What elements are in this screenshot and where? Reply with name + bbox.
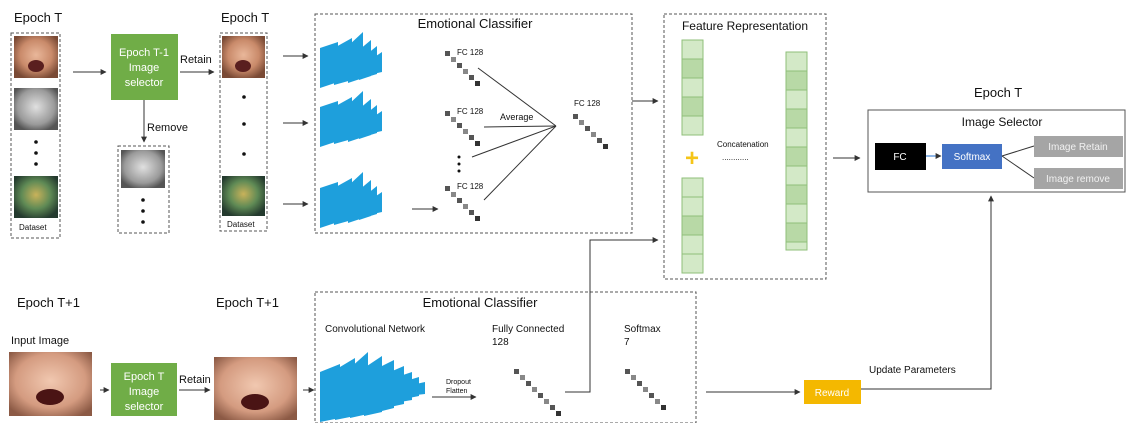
fc-label-c: FC 128: [457, 182, 484, 191]
image-selector-title: Image Selector: [962, 115, 1043, 129]
ellipsis-dot: [242, 152, 246, 156]
reward-label: Reward: [815, 388, 849, 399]
fully-connected-line-1: Fully Connected: [492, 324, 564, 335]
bottom-selector-line-3: selector: [125, 401, 164, 413]
ellipsis-dot: [242, 122, 246, 126]
fully-connected-line-2: 128: [492, 337, 509, 348]
feature-title: Feature Representation: [682, 19, 808, 33]
update-parameters-label: Update Parameters: [869, 365, 956, 376]
image-selector-box: [867, 109, 1126, 193]
fc-avg-label: FC 128: [574, 99, 601, 108]
feature-representation-box: [663, 13, 827, 280]
image-retain-label: Image Retain: [1048, 142, 1107, 153]
emotional-classifier-bottom-box: [314, 291, 697, 423]
conv-network-label: Convolutional Network: [325, 324, 426, 335]
dataset-label-mid: Dataset: [227, 220, 255, 229]
plus-icon: +: [685, 145, 699, 172]
feature-column-right: [785, 51, 808, 251]
epoch-t1-label-left: Epoch T+1: [17, 295, 80, 310]
ellipsis-dot: [141, 209, 145, 213]
ellipsis-dot: [457, 155, 461, 159]
ellipsis-dot: [457, 169, 461, 173]
epoch-t-label-right: Epoch T: [974, 85, 1022, 100]
softmax-7-line-2: 7: [624, 337, 630, 348]
softmax-diagonal-bottom: [625, 369, 666, 410]
fc-diagonal-c: [445, 186, 480, 221]
selected-image-baby: [214, 357, 297, 420]
cnn-stack-2: [320, 91, 382, 147]
connector-update: [861, 195, 994, 390]
retain-label-top: Retain: [180, 54, 212, 66]
fc-box: [875, 143, 926, 170]
ellipsis-dot: [242, 95, 246, 99]
reward-box: [804, 380, 861, 404]
fc-label-a: FC 128: [457, 48, 484, 57]
ellipsis-dot: [141, 198, 145, 202]
fc-diagonal-b: [445, 111, 480, 146]
average-label: Average: [500, 112, 533, 122]
cnn-stack-bottom: [320, 352, 425, 422]
connector-fc-to-feature: [565, 237, 659, 393]
epoch-t-label-mid: Epoch T: [221, 10, 269, 25]
face-image-green: [14, 176, 58, 218]
bottom-selector-line-2: Image: [129, 386, 160, 398]
feature-column-left-top: [681, 39, 704, 136]
face-image-green-mid: [222, 176, 265, 216]
face-image-gray: [14, 88, 58, 130]
fc-diagonal-bottom: [514, 369, 561, 416]
connector: [1001, 145, 1035, 157]
image-remove-box: [1034, 168, 1123, 189]
cnn-stack-3: [320, 172, 382, 228]
epoch-t1-label-mid: Epoch T+1: [216, 295, 279, 310]
fc-diagonal-a: [445, 51, 480, 86]
ellipsis-dot: [457, 162, 461, 166]
epoch-t-label-left: Epoch T: [14, 10, 62, 25]
fc-diagonal-avg: [573, 114, 608, 149]
retain-label-bottom: Retain: [179, 374, 211, 386]
image-remove-label: Image remove: [1046, 174, 1110, 185]
baby-mouth: [241, 394, 269, 410]
concatenation-dots: ............: [722, 153, 749, 162]
softmax-box: [942, 144, 1002, 169]
softmax-7-line-1: Softmax: [624, 324, 661, 335]
epoch-t-selector-box: [111, 363, 177, 416]
selector-line-3: selector: [125, 77, 164, 89]
baby-mouth: [36, 389, 64, 405]
concatenation-label: Concatenation: [717, 140, 769, 149]
cnn-stack-1: [320, 32, 382, 88]
input-image-baby: [9, 352, 92, 416]
classifier-title-bottom: Emotional Classifier: [423, 295, 539, 310]
classifier-title-top: Emotional Classifier: [418, 16, 534, 31]
softmax-label: Softmax: [954, 152, 991, 163]
dataset-label-left: Dataset: [19, 223, 47, 232]
bottom-selector-line-1: Epoch T: [124, 371, 165, 383]
ellipsis-dot: [141, 220, 145, 224]
removed-images-box: [117, 145, 170, 234]
dropout-line-2: Flatten: [446, 388, 468, 395]
fc-label-b: FC 128: [457, 107, 484, 116]
ellipsis-dot: [34, 151, 38, 155]
emotional-classifier-top-box: [314, 13, 633, 234]
selector-line-2: Image: [129, 62, 160, 74]
image-retain-box: [1034, 136, 1123, 157]
average-lines: [471, 67, 557, 201]
connector: [1001, 155, 1035, 179]
face-image-removed: [121, 150, 165, 188]
face-mouth: [28, 60, 44, 72]
face-mouth: [235, 60, 251, 72]
dataset-box-left: [10, 32, 61, 239]
dataset-box-mid: [219, 32, 268, 232]
selector-line-1: Epoch T-1: [119, 47, 169, 59]
feature-column-left-bottom: [681, 177, 704, 274]
input-image-label: Input Image: [11, 335, 69, 347]
ellipsis-dot: [34, 162, 38, 166]
fc-box-label: FC: [893, 152, 906, 163]
remove-label: Remove: [147, 122, 188, 134]
ellipsis-dot: [34, 140, 38, 144]
dropout-line-1: Dropout: [446, 379, 471, 386]
epoch-t-minus-1-selector-box: [111, 34, 178, 100]
